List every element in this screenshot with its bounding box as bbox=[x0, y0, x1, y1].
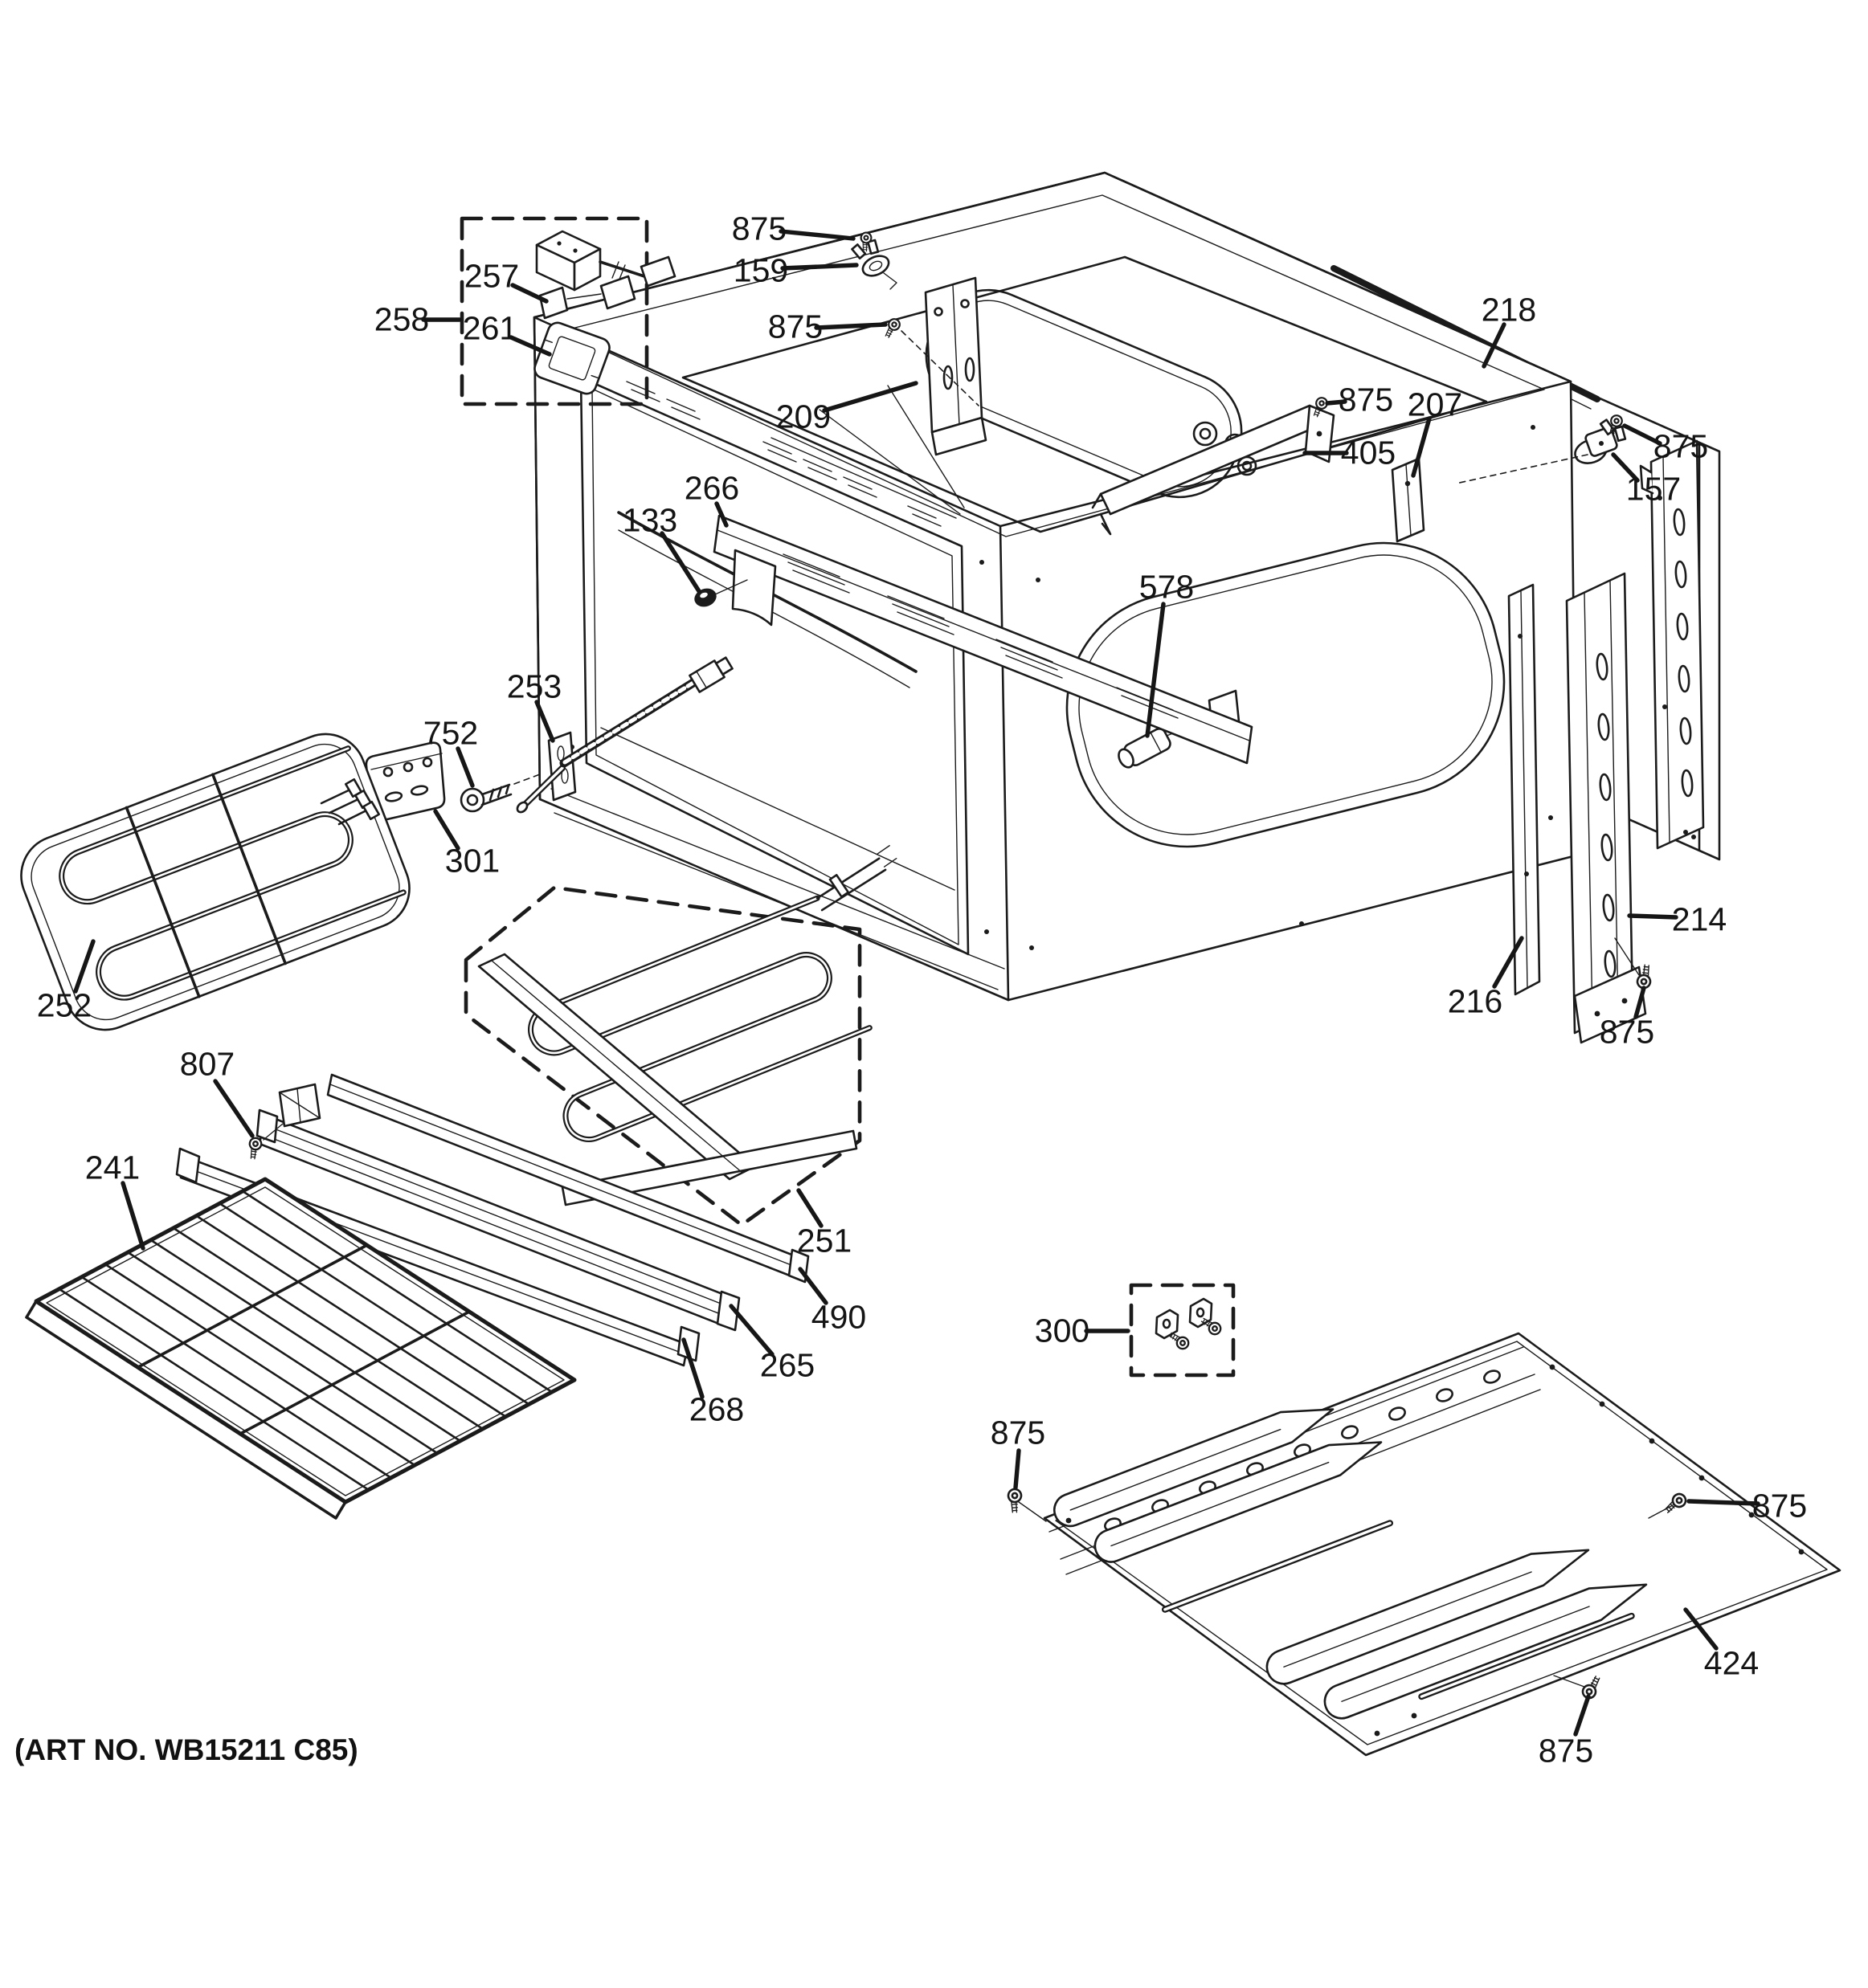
part-callout-268: 268 bbox=[689, 1390, 745, 1428]
thermal-fuse-159 bbox=[851, 231, 897, 290]
art-number: (ART NO. WB15211 C85) bbox=[14, 1733, 358, 1766]
screw-752 bbox=[460, 774, 541, 813]
leader-line-875 bbox=[1686, 1499, 1760, 1506]
leader-line-752 bbox=[456, 746, 475, 788]
part-callout-875: 875 bbox=[1653, 427, 1709, 465]
control-module-group-258 bbox=[460, 216, 676, 406]
part-callout-218: 218 bbox=[1481, 291, 1537, 329]
part-callout-300: 300 bbox=[1034, 1312, 1090, 1349]
part-callout-207: 207 bbox=[1407, 386, 1463, 423]
side-rail-214 bbox=[1565, 572, 1657, 1044]
part-callout-252: 252 bbox=[36, 986, 92, 1024]
leader-line-157 bbox=[1611, 452, 1640, 483]
leader-line-252 bbox=[73, 939, 96, 994]
leader-line-875 bbox=[779, 229, 856, 241]
leader-line-257 bbox=[510, 283, 549, 304]
side-rail-upright bbox=[1639, 439, 1705, 850]
bake-element-group-251 bbox=[464, 845, 897, 1227]
leader-line-209 bbox=[822, 381, 918, 413]
top-bracket-209 bbox=[880, 276, 987, 456]
leader-line-424 bbox=[1683, 1607, 1719, 1651]
part-callout-875: 875 bbox=[731, 210, 787, 247]
part-callout-490: 490 bbox=[811, 1298, 867, 1336]
part-callout-214: 214 bbox=[1671, 900, 1727, 938]
leader-line-875 bbox=[1013, 1448, 1021, 1490]
part-callout-301: 301 bbox=[444, 842, 501, 880]
leader-line-875 bbox=[814, 322, 888, 330]
terminal-plate-301 bbox=[365, 741, 446, 823]
clip-807 bbox=[243, 1083, 321, 1161]
leader-line-266 bbox=[714, 501, 729, 528]
rear-bracket-207 bbox=[1391, 457, 1425, 543]
leader-line-261 bbox=[509, 335, 552, 357]
leader-line-241 bbox=[121, 1181, 145, 1251]
leader-line-133 bbox=[660, 531, 701, 594]
leader-line-301 bbox=[433, 809, 460, 851]
leader-line-159 bbox=[780, 263, 859, 271]
part-callout-578: 578 bbox=[1138, 568, 1195, 606]
part-callout-875: 875 bbox=[1538, 1732, 1594, 1770]
leader-line-207 bbox=[1411, 416, 1432, 478]
part-callout-752: 752 bbox=[423, 714, 479, 752]
leader-line-875 bbox=[1633, 986, 1646, 1019]
part-callout-875: 875 bbox=[767, 308, 824, 345]
sensor-module-257 bbox=[535, 230, 676, 320]
broil-element-252 bbox=[20, 733, 411, 1031]
part-callout-875: 875 bbox=[1752, 1487, 1808, 1525]
part-callout-133: 133 bbox=[622, 501, 678, 539]
leader-line-875 bbox=[1622, 423, 1662, 446]
leader-line-268 bbox=[681, 1337, 705, 1399]
part-callout-157: 157 bbox=[1625, 470, 1682, 508]
thermostat-157 bbox=[1455, 412, 1627, 484]
clip-kit-300 bbox=[1129, 1283, 1236, 1378]
module-pad-261 bbox=[533, 321, 611, 395]
leader-line-253 bbox=[534, 700, 555, 743]
part-callout-405: 405 bbox=[1340, 434, 1396, 471]
part-callout-875: 875 bbox=[990, 1414, 1046, 1451]
part-callout-257: 257 bbox=[464, 257, 520, 295]
leader-line-265 bbox=[729, 1304, 775, 1357]
leader-line-214 bbox=[1627, 913, 1678, 920]
oven-rack-241 bbox=[25, 1177, 577, 1520]
part-callout-258: 258 bbox=[374, 300, 430, 338]
leader-line-490 bbox=[798, 1267, 828, 1305]
part-callout-266: 266 bbox=[684, 469, 740, 507]
leader-line-875 bbox=[1573, 1694, 1591, 1737]
part-callout-241: 241 bbox=[84, 1149, 141, 1186]
trim-rail-490 bbox=[326, 1073, 810, 1284]
part-callout-251: 251 bbox=[796, 1222, 852, 1259]
part-callout-807: 807 bbox=[179, 1045, 235, 1083]
leader-line-875 bbox=[1325, 399, 1347, 406]
part-callout-216: 216 bbox=[1447, 982, 1503, 1020]
leader-line-218 bbox=[1482, 322, 1506, 369]
vent-trim-266 bbox=[694, 514, 1253, 765]
leader-line-251 bbox=[796, 1188, 824, 1228]
part-callout-875: 875 bbox=[1338, 381, 1394, 418]
leader-line-216 bbox=[1492, 936, 1524, 989]
part-callout-261: 261 bbox=[462, 309, 518, 347]
oven-body bbox=[533, 171, 1578, 1002]
shield-bracket-405 bbox=[1091, 404, 1335, 536]
part-callout-253: 253 bbox=[506, 667, 562, 705]
part-callout-265: 265 bbox=[759, 1346, 815, 1384]
part-callout-424: 424 bbox=[1703, 1644, 1760, 1682]
leader-line-807 bbox=[213, 1079, 255, 1138]
side-rail-216 bbox=[1507, 583, 1541, 996]
part-callout-159: 159 bbox=[733, 251, 789, 289]
bottom-panel-424 bbox=[1004, 1332, 1841, 1757]
temperature-probe-253 bbox=[516, 656, 734, 814]
leader-line-578 bbox=[1145, 602, 1166, 738]
part-callout-209: 209 bbox=[775, 398, 832, 435]
part-callout-875: 875 bbox=[1599, 1013, 1655, 1051]
trim-channel-265 bbox=[243, 1083, 741, 1332]
